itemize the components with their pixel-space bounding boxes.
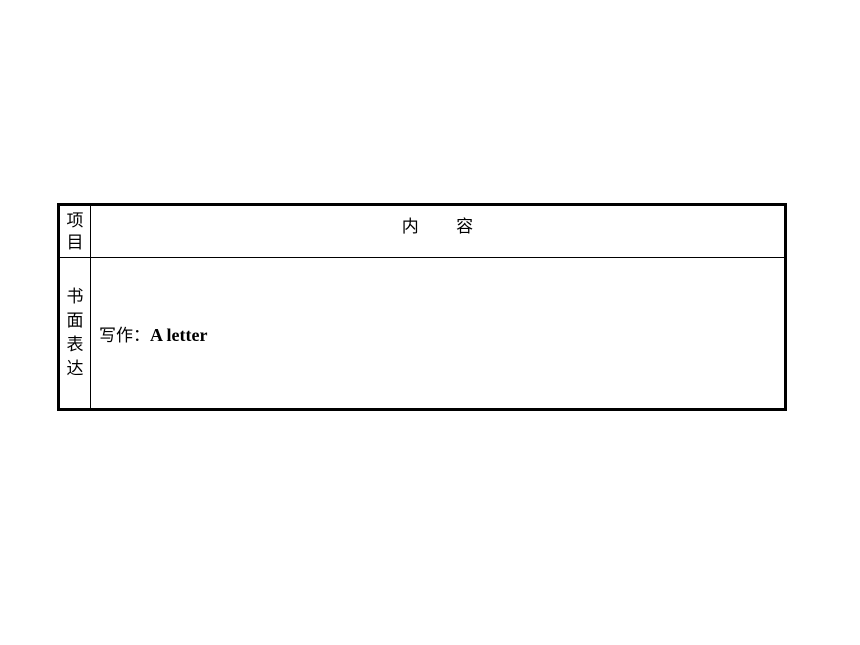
- table-header-row: 项目 内容: [58, 204, 786, 258]
- item-label: 书面表达: [66, 287, 84, 379]
- curriculum-table: 项目 内容 书面表达 写作：A letter: [57, 203, 787, 411]
- content-header-cell: 内容: [90, 204, 786, 258]
- content-title: A letter: [150, 324, 208, 345]
- item-header-cell: 项目: [58, 204, 91, 258]
- content-header-label: 内容: [401, 217, 511, 237]
- item-cell: 书面表达: [58, 257, 91, 410]
- table-row: 书面表达 写作：A letter: [58, 257, 786, 410]
- item-header-label: 项目: [66, 210, 84, 253]
- content-cell: 写作：A letter: [90, 257, 786, 410]
- content-prefix: 写作：: [99, 325, 150, 346]
